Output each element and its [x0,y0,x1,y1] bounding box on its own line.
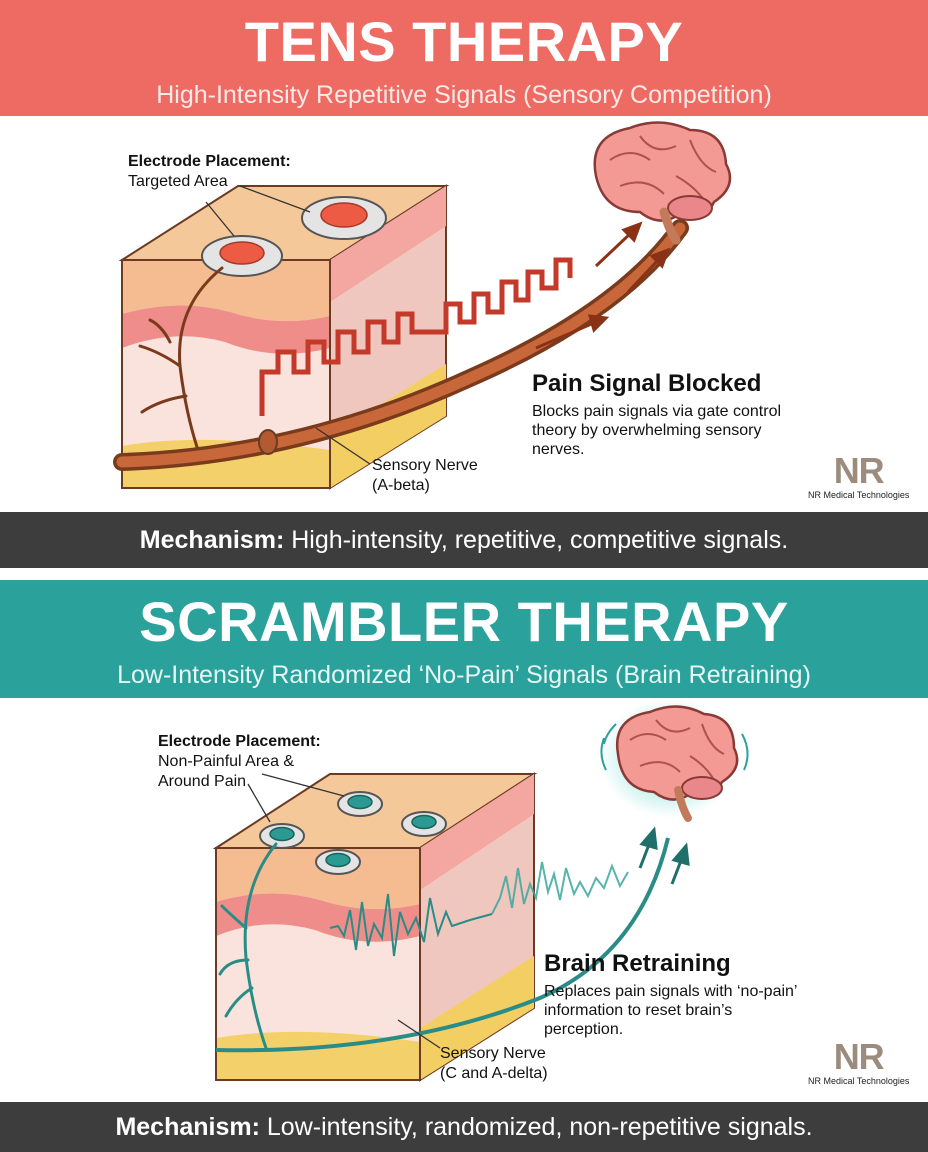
scrambler-panel: Electrode Placement: Non-Painful Area & … [0,698,928,1102]
scrambler-nerve-label: Sensory Nerve (C and A-delta) [440,1044,548,1084]
square-wave-icon [259,257,573,416]
tens-title: TENS THERAPY [244,10,684,73]
scrambler-nerve-line2: (C and A-delta) [440,1065,548,1082]
electrode-icon [259,823,305,849]
tens-mechanism-label: Mechanism: [139,526,285,554]
brain-icon [593,121,732,245]
electrode-icon [201,235,283,277]
sensory-nerve-icon [215,837,670,1053]
company-logo: NR NR Medical Technologies [808,1036,910,1087]
scrambler-electrode-heading: Electrode Placement: [158,733,321,750]
scrambler-header: SCRAMBLER THERAPY Low-Intensity Randomiz… [0,580,928,698]
tens-effect-title: Pain Signal Blocked [532,370,762,397]
tens-electrode-heading: Electrode Placement: [128,153,291,170]
tens-nerve-line2: (A-beta) [372,477,430,494]
logo-company: NR Medical Technologies [808,490,910,500]
tens-mechanism-bar: Mechanism: High-intensity, repetitive, c… [0,512,928,568]
tens-subtitle: High-Intensity Repetitive Signals (Senso… [156,81,772,109]
scrambler-effect-desc: Replaces pain signals with ‘no-pain’ inf… [544,983,797,1038]
random-wave-icon [329,893,493,957]
arrow-icon [638,826,690,885]
brain-icon [600,705,749,822]
electrode-icon [301,196,387,240]
tens-nerve-label: Sensory Nerve (A-beta) [372,456,478,496]
scrambler-illustration [212,698,749,1082]
scrambler-electrode-area-1: Non-Painful Area & [158,753,295,770]
scrambler-mechanism-text: Low-intensity, randomized, non-repetitiv… [259,1113,813,1141]
tens-effect-desc: Blocks pain signals via gate control the… [532,403,782,458]
company-logo: NR NR Medical Technologies [808,450,910,501]
tens-panel: Electrode Placement: Targeted Area Senso… [0,116,928,512]
tens-electrode-area: Targeted Area [128,173,228,190]
electrode-icon [337,791,383,817]
logo-mark: NR [833,450,885,491]
tens-nerve-line1: Sensory Nerve [372,457,478,474]
scrambler-nerve-line1: Sensory Nerve [440,1045,546,1062]
scrambler-electrode-label: Electrode Placement: Non-Painful Area & … [158,732,321,792]
scrambler-electrode-area-2: Around Pain [158,773,247,790]
scrambler-effect-title: Brain Retraining [544,950,731,977]
nerve-icon [138,266,224,458]
scrambler-effect: Brain Retraining Replaces pain signals w… [544,950,814,1039]
scrambler-title: SCRAMBLER THERAPY [139,590,789,653]
scrambler-subtitle: Low-Intensity Randomized ‘No-Pain’ Signa… [117,661,811,689]
logo-company: NR Medical Technologies [808,1076,910,1086]
electrode-icon [401,811,447,837]
arrow-icon [535,221,671,350]
nerve-icon [218,842,278,1050]
electrode-icon [315,849,361,875]
tens-effect: Pain Signal Blocked Blocks pain signals … [532,370,802,459]
logo-mark: NR [833,1036,885,1077]
scrambler-mechanism-bar: Mechanism: Low-intensity, randomized, no… [0,1102,928,1152]
tens-header: TENS THERAPY High-Intensity Repetitive S… [0,0,928,116]
tens-mechanism-text: High-intensity, repetitive, competitive … [284,526,789,554]
tens-electrode-label: Electrode Placement: Targeted Area [128,152,291,192]
scrambler-mechanism-label: Mechanism: [115,1113,260,1141]
tens-illustration [113,121,732,490]
